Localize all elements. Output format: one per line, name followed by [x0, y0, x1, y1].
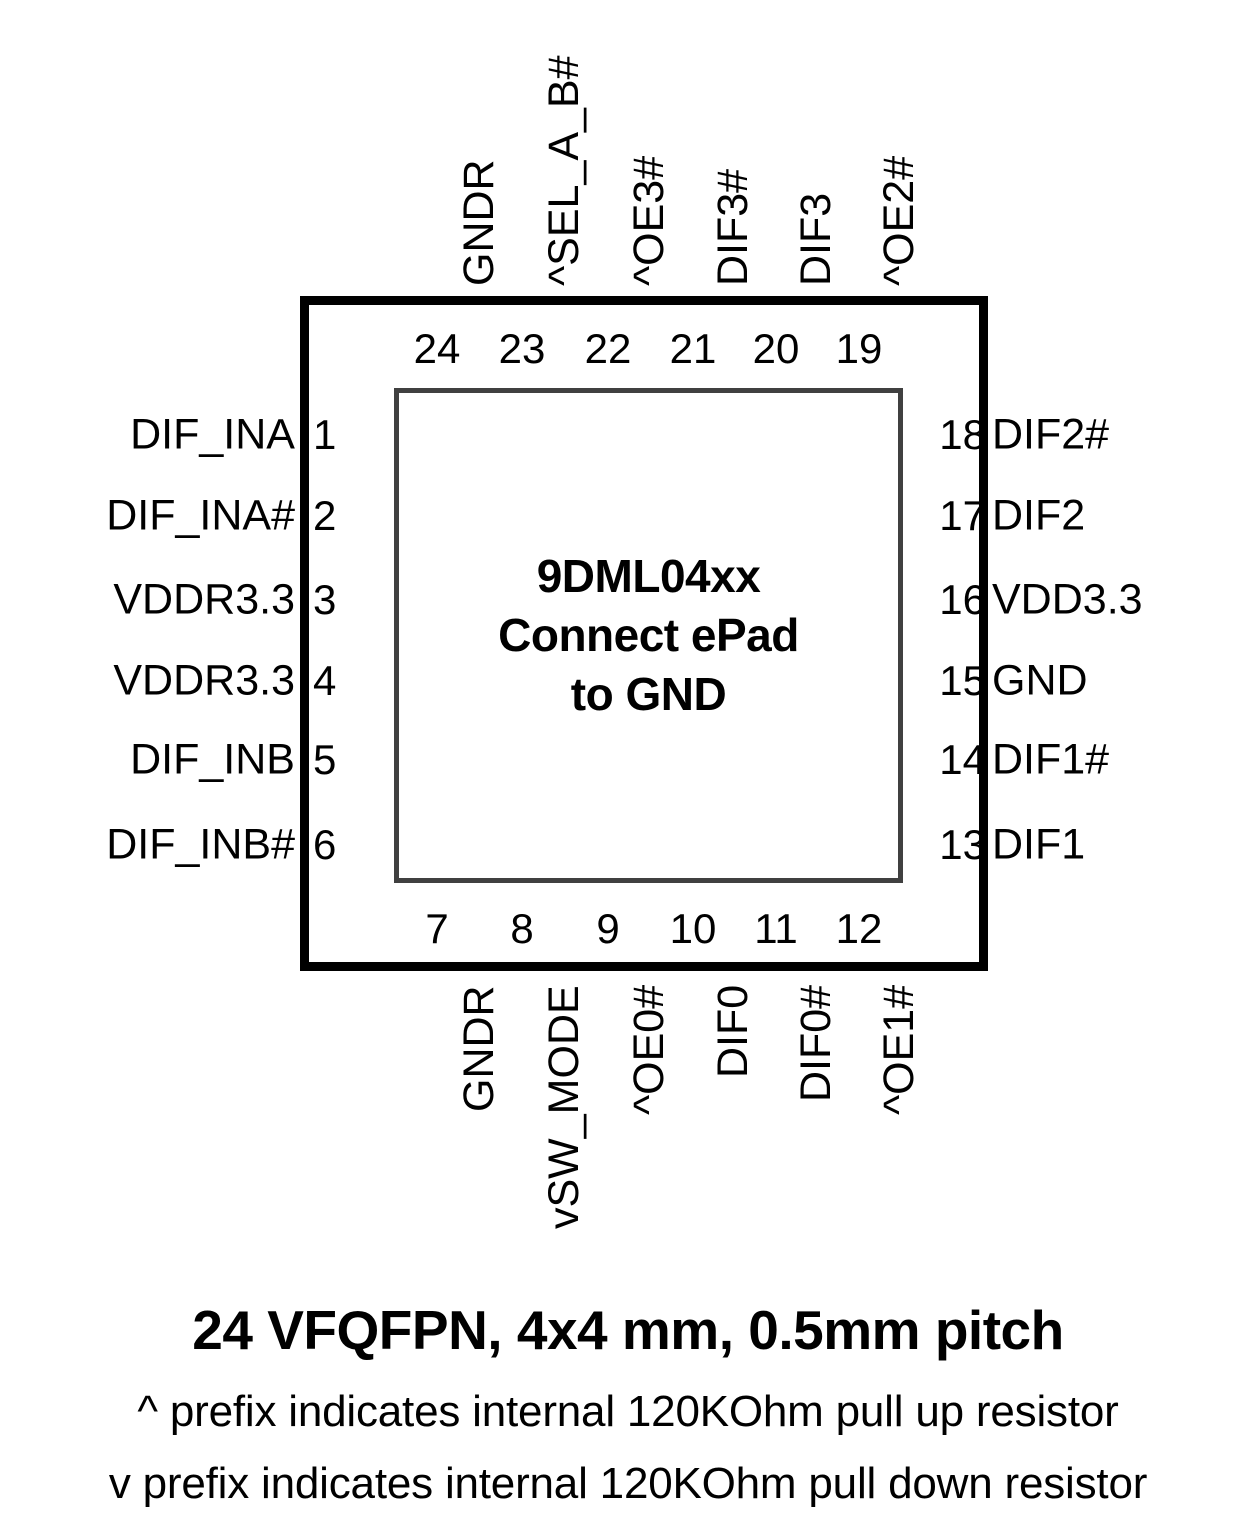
- pin-number-6: 6: [313, 821, 337, 868]
- pin-number-13: 13: [939, 821, 986, 868]
- epad-instruction-line-1: Connect ePad: [498, 609, 799, 662]
- pin-number-21: 21: [669, 325, 717, 372]
- pulldown-legend: v prefix indicates internal 120KOhm pull…: [108, 1459, 1148, 1508]
- pin-number-24: 24: [413, 325, 461, 372]
- pin-label-14: DIF1#: [992, 735, 1110, 784]
- pin-number-22: 22: [584, 325, 632, 372]
- epad-instruction-line-2: to GND: [570, 667, 727, 720]
- pin-number-14: 14: [939, 736, 986, 783]
- pin-label-15: GND: [992, 656, 1088, 705]
- pin-label-17: DIF2: [992, 491, 1086, 540]
- pin-number-1: 1: [313, 411, 337, 458]
- pin-number-5: 5: [313, 736, 337, 783]
- pin-label-18: DIF2#: [992, 410, 1110, 459]
- pullup-legend: ^ prefix indicates internal 120KOhm pull…: [137, 1387, 1119, 1436]
- pin-number-9: 9: [596, 905, 620, 952]
- pin-label-5: DIF_INB: [130, 735, 295, 784]
- pin-number-12-value: 12: [835, 905, 883, 952]
- pin-label-13: DIF1: [992, 820, 1086, 869]
- pin-label-6: DIF_INB#: [106, 820, 295, 869]
- pin-number-18: 18: [939, 411, 986, 458]
- pin-label-12: ^OE1#: [875, 984, 923, 1115]
- pin-label-1: DIF_INA: [130, 410, 295, 459]
- pin-number-3: 3: [313, 576, 337, 623]
- pin-number-2: 2: [313, 492, 337, 539]
- pin-label-19: ^OE2#: [875, 155, 923, 286]
- part-number-label: 9DML04xx: [536, 550, 761, 603]
- pin-label-7: GNDR: [455, 985, 503, 1112]
- pin-number-20: 20: [752, 325, 800, 372]
- pin-number-23: 23: [498, 325, 546, 372]
- pin-label-2: DIF_INA#: [106, 491, 295, 540]
- pin-label-23: ^SEL_A_B#: [540, 55, 588, 286]
- pin-number-7: 7: [425, 905, 449, 952]
- pin-label-3: VDDR3.3: [113, 575, 295, 624]
- pin-label-24: GNDR: [455, 159, 503, 286]
- pin-label-9: ^OE0#: [625, 984, 673, 1115]
- pin-label-20: DIF3: [792, 192, 840, 286]
- pin-number-10: 10: [669, 905, 717, 952]
- pin-number-11: 11: [754, 905, 798, 952]
- pin-label-21: DIF3#: [709, 168, 757, 286]
- epad-center-box: 9DML04xx Connect ePad to GND: [394, 388, 903, 883]
- pin-label-16: VDD3.3: [992, 575, 1143, 624]
- pin-label-4: VDDR3.3: [113, 656, 295, 705]
- pin-number-4: 4: [313, 657, 337, 704]
- pin-number-16: 16: [939, 576, 986, 623]
- pin-number-8: 8: [510, 905, 534, 952]
- pin-number-19: 19: [835, 325, 883, 372]
- pin-label-11: DIF0#: [792, 984, 840, 1102]
- pin-label-8: vSW_MODE: [540, 985, 588, 1229]
- package-caption: 24 VFQFPN, 4x4 mm, 0.5mm pitch: [192, 1299, 1064, 1361]
- pin-number-15: 15: [939, 657, 986, 704]
- pin-label-10: DIF0: [709, 984, 757, 1078]
- pin-label-22: ^OE3#: [625, 155, 673, 286]
- pin-number-17: 17: [939, 492, 986, 539]
